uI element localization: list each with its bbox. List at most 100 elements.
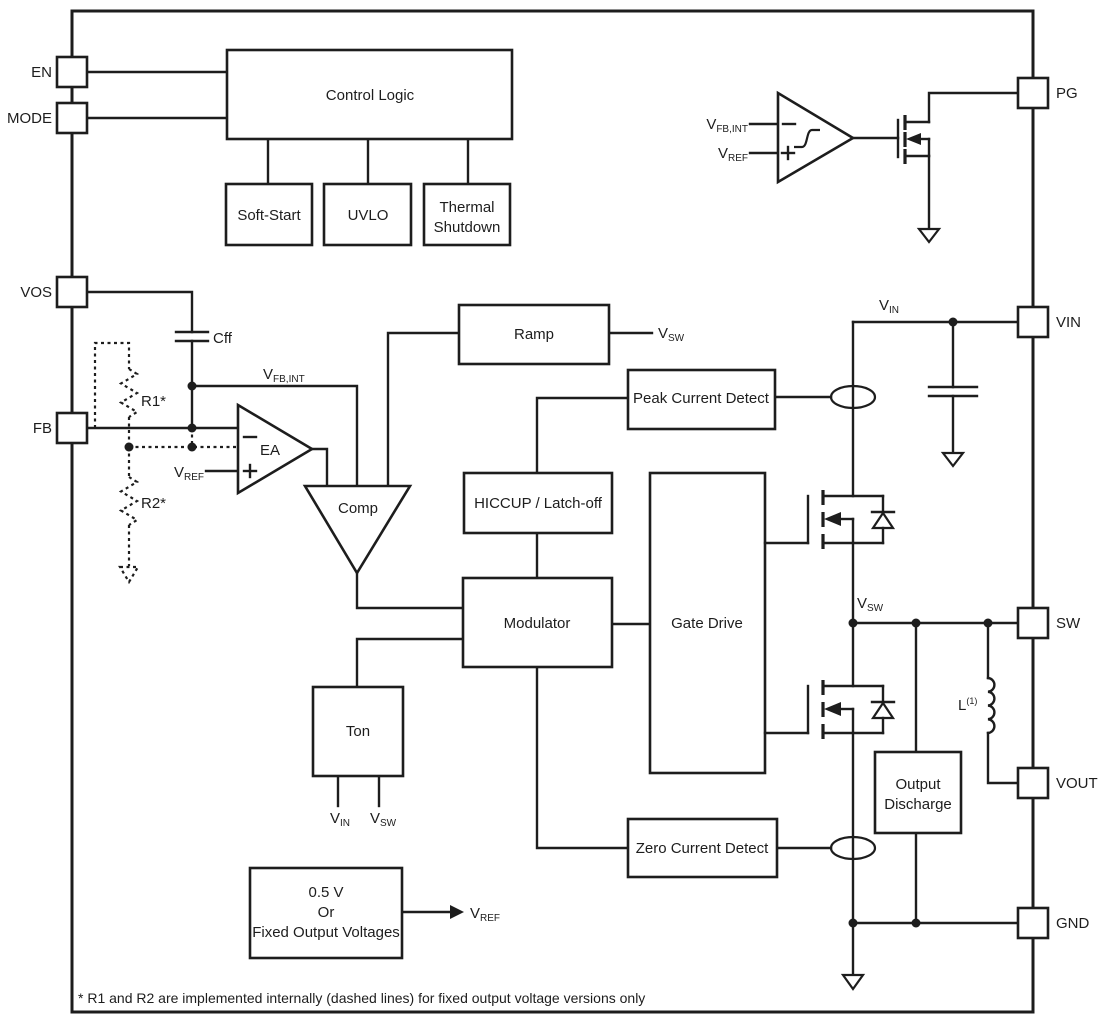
hiccup-block [462, 471, 614, 535]
ea-vref-label: VREF [174, 464, 204, 483]
wire-ea-comp [310, 447, 329, 488]
pin-vin-label: VIN [1056, 314, 1081, 331]
hiccup-label: HICCUP / Latch-off [474, 495, 603, 512]
ea-input-signs [242, 435, 258, 479]
body-arrow-icon [824, 512, 841, 526]
output-discharge-block [873, 750, 963, 835]
r2-resistor-icon [118, 476, 140, 526]
reference-label-1: 0.5 V [308, 884, 343, 901]
pin-mode [55, 101, 89, 135]
hysteresis-icon [794, 128, 820, 149]
comparator-triangle [302, 484, 413, 576]
low-side-mosfet [763, 680, 896, 739]
pin-en-label: EN [31, 64, 52, 81]
pins-right [1016, 76, 1050, 940]
ground-icon [940, 451, 966, 468]
peak-current-sensor-icon [829, 384, 877, 410]
output-discharge-label-1: Output [895, 776, 941, 793]
pin-gnd-label: GND [1056, 915, 1090, 932]
pin-gnd [1016, 906, 1050, 940]
vsw-node-label: VSW [857, 595, 884, 614]
arrowhead-icon [450, 905, 464, 919]
pins-left [55, 55, 89, 445]
pin-en [55, 55, 89, 89]
uvlo-block [322, 182, 413, 247]
thermal-shutdown-block [422, 182, 512, 247]
ramp-block [457, 303, 611, 366]
pin-fb [55, 411, 89, 445]
cff-label: Cff [213, 330, 233, 347]
ton-block [311, 685, 405, 778]
vfbint-label: VFB,INT [263, 366, 305, 385]
reference-label-3: Fixed Output Voltages [252, 924, 400, 941]
body-diode-icon [870, 684, 896, 735]
r1-label: R1* [141, 393, 166, 410]
ton-vin-label: VIN [330, 810, 350, 829]
wire-ton-modulator [355, 637, 465, 689]
pin-pg [1016, 76, 1050, 110]
wire-comp-modulator [355, 571, 465, 610]
peak-current-detect-label: Peak Current Detect [633, 390, 770, 407]
r1-resistor-icon [118, 368, 140, 418]
wire-ramp-comp [386, 331, 461, 488]
cff-capacitor [174, 330, 210, 343]
zero-current-sensor-icon [829, 835, 877, 861]
inductor [986, 621, 1020, 785]
control-logic-block [225, 48, 514, 141]
pg-comparator-signs [780, 122, 820, 161]
pin-vos [55, 275, 89, 309]
ground-icon [840, 973, 866, 991]
zero-current-detect-label: Zero Current Detect [636, 840, 769, 857]
wire-vfbint [190, 384, 359, 488]
body-arrow-icon [906, 133, 921, 145]
ea-label: EA [260, 442, 280, 459]
device-outline [70, 9, 1035, 1014]
thermal-shutdown-label-2: Shutdown [434, 219, 501, 236]
reference-label-2: Or [318, 904, 335, 921]
ground-icon [916, 227, 942, 244]
ground-symbol-main [840, 921, 866, 991]
inductor-label: L(1) [958, 696, 977, 714]
vin-node-label: VIN [879, 297, 899, 316]
pin-vout-label: VOUT [1056, 775, 1098, 792]
reference-vref-label: VREF [470, 905, 500, 924]
peak-current-detect-block [626, 368, 777, 431]
dashed-r1-top [93, 341, 131, 428]
body-diode-icon [870, 494, 896, 545]
pin-fb-label: FB [33, 420, 52, 437]
pg-vfbint-label: VFB,INT [706, 116, 748, 135]
pin-pg-label: PG [1056, 85, 1078, 102]
ramp-label: Ramp [514, 326, 554, 343]
reference-block [248, 866, 404, 960]
control-logic-label: Control Logic [326, 87, 415, 104]
input-capacitor [927, 320, 979, 468]
high-side-mosfet [763, 490, 896, 549]
wire-vos [85, 290, 194, 334]
pin-sw-label: SW [1056, 615, 1081, 632]
pin-vout [1016, 766, 1050, 800]
gate-drive-block [648, 471, 767, 775]
gate-drive-label: Gate Drive [671, 615, 743, 632]
uvlo-label: UVLO [348, 207, 389, 224]
ton-vsw-label: VSW [370, 810, 397, 829]
comp-label: Comp [338, 500, 378, 517]
inductor-coil-icon [986, 676, 996, 735]
wire-peak-hiccup [535, 396, 630, 475]
ramp-vsw-label: VSW [658, 325, 685, 344]
r2-label: R2* [141, 495, 166, 512]
pin-vin [1016, 305, 1050, 339]
ton-label: Ton [346, 723, 370, 740]
pg-mosfet [896, 91, 1020, 244]
pin-mode-label: MODE [7, 110, 52, 127]
modulator-block [461, 576, 614, 669]
pin-vos-label: VOS [20, 284, 52, 301]
junction-dots [124, 317, 993, 928]
pin-sw [1016, 606, 1050, 640]
internal-divider-dashed [93, 341, 238, 585]
modulator-label: Modulator [504, 615, 571, 632]
zero-current-detect-block [626, 817, 779, 879]
pg-comparator [776, 90, 856, 185]
output-discharge-label-2: Discharge [884, 796, 952, 813]
